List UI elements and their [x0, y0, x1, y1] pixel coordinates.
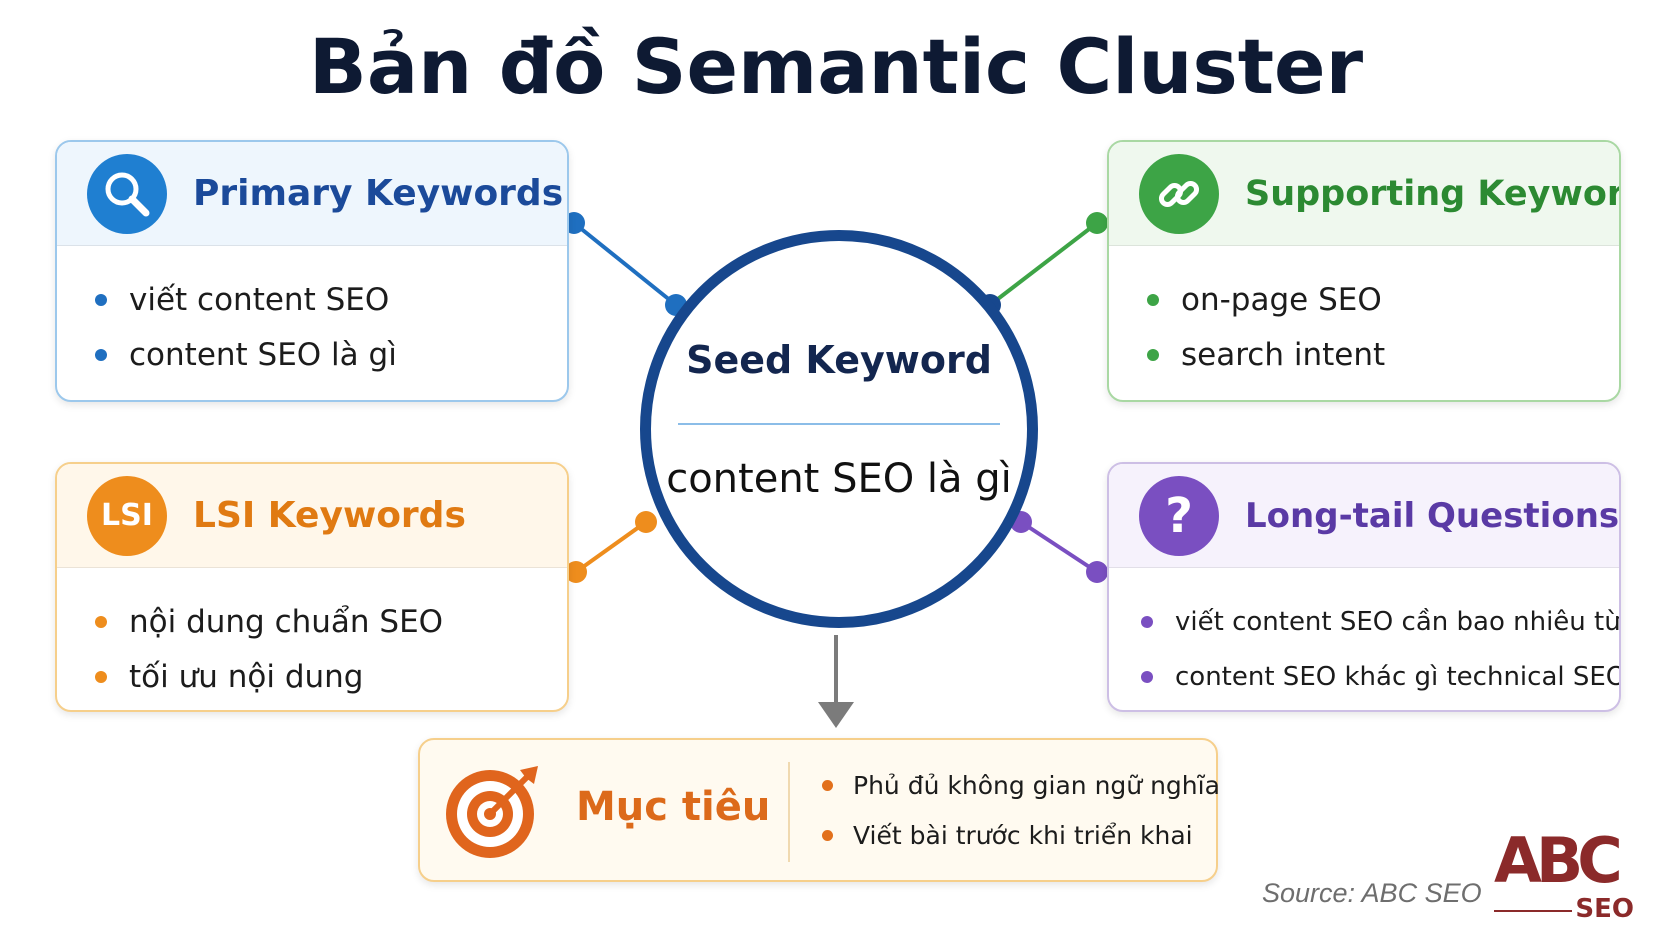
bullet [1141, 670, 1153, 683]
list-item-text: search intent [1181, 336, 1386, 373]
lsi-keywords-card: LSI LSI Keywords nội dung chuẩn SEO tối … [55, 462, 569, 712]
supporting-keywords-list: on-page SEO search intent [1147, 272, 1385, 382]
list-item-text: viết content SEO cần bao nhiêu từ [1175, 606, 1621, 637]
connector-primary [572, 221, 678, 307]
list-item: on-page SEO [1147, 272, 1385, 327]
list-item: content SEO là gì [95, 327, 397, 382]
longtail-questions-heading: Long-tail Questions [1245, 495, 1620, 536]
longtail-questions-card: ? Long-tail Questions viết content SEO c… [1107, 462, 1621, 712]
connector-supporting-dot-outer [1086, 212, 1108, 234]
list-item: content SEO khác gì technical SEO [1141, 649, 1621, 704]
list-item-text: viết content SEO [129, 281, 390, 318]
source-caption: Source: ABC SEO [1262, 878, 1482, 908]
seed-keyword-value: content SEO là gì [666, 456, 1012, 502]
bullet [822, 779, 833, 791]
list-item: Phủ đủ không gian ngữ nghĩa [822, 760, 1220, 810]
lsi-keywords-heading: LSI Keywords [193, 495, 466, 536]
supporting-keywords-card: Supporting Keywords on-page SEO search i… [1107, 140, 1621, 402]
bullet [822, 829, 833, 841]
bullet [95, 615, 107, 628]
supporting-keywords-header: Supporting Keywords [1109, 142, 1619, 246]
goal-list: Phủ đủ không gian ngữ nghĩa Viết bài trư… [822, 760, 1220, 860]
primary-keywords-list: viết content SEO content SEO là gì [95, 272, 397, 382]
list-item: viết content SEO cần bao nhiêu từ [1141, 594, 1621, 649]
goal-card: Mục tiêu Phủ đủ không gian ngữ nghĩa Viế… [418, 738, 1220, 882]
list-item-text: content SEO khác gì technical SEO [1175, 661, 1621, 692]
primary-keywords-card: Primary Keywords viết content SEO conten… [55, 140, 569, 402]
lsi-icon: LSI [87, 475, 167, 556]
lsi-keywords-list: nội dung chuẩn SEO tối ưu nội dung [95, 594, 443, 704]
list-item: tối ưu nội dung [95, 649, 443, 704]
connector-lsi [574, 520, 648, 574]
bullet [1147, 348, 1159, 361]
logo-underline [1494, 910, 1572, 912]
page-title: Bản đồ Semantic Cluster [308, 22, 1364, 111]
list-item-text: nội dung chuẩn SEO [129, 603, 444, 640]
goal-divider [788, 762, 790, 862]
list-item: search intent [1147, 327, 1385, 382]
seed-keyword-divider [678, 423, 1000, 425]
bullet [95, 348, 107, 361]
list-item-text: tối ưu nội dung [129, 658, 364, 695]
list-item: viết content SEO [95, 272, 397, 327]
logo-sub-text: SEO [1575, 894, 1634, 924]
bullet [95, 670, 107, 683]
link-icon [1139, 153, 1219, 234]
list-item-text: Viết bài trước khi triển khai [853, 820, 1193, 850]
goal-heading: Mục tiêu [576, 784, 771, 830]
seed-keyword-circle [640, 230, 1038, 628]
connector-longtail-dot-outer [1086, 561, 1108, 583]
list-item: nội dung chuẩn SEO [95, 594, 443, 649]
longtail-questions-list: viết content SEO cần bao nhiêu từ conten… [1141, 594, 1621, 704]
list-item-text: Phủ đủ không gian ngữ nghĩa [853, 770, 1220, 800]
connector-longtail [1019, 520, 1099, 574]
longtail-questions-header: ? Long-tail Questions [1109, 464, 1619, 568]
list-item-text: content SEO là gì [129, 336, 397, 373]
bullet [95, 293, 107, 306]
search-icon [87, 153, 167, 234]
supporting-keywords-heading: Supporting Keywords [1245, 173, 1621, 214]
lsi-keywords-header: LSI LSI Keywords [57, 464, 567, 568]
list-item: Viết bài trước khi triển khai [822, 810, 1220, 860]
connector-lsi-dot-inner [635, 511, 657, 533]
seed-keyword-title: Seed Keyword [686, 338, 992, 382]
connector-goal-arrowhead [818, 702, 854, 728]
logo-main-text: ABC [1494, 824, 1623, 897]
bullet [1141, 615, 1153, 628]
connector-supporting [988, 221, 1099, 307]
connector-lsi-dot-outer [565, 561, 587, 583]
bullet [1147, 293, 1159, 306]
primary-keywords-heading: Primary Keywords [193, 173, 564, 214]
abc-seo-logo: ABC SEO [1490, 830, 1640, 926]
primary-keywords-header: Primary Keywords [57, 142, 567, 246]
question-icon: ? [1139, 475, 1219, 556]
list-item-text: on-page SEO [1181, 281, 1382, 318]
target-icon [446, 766, 538, 858]
